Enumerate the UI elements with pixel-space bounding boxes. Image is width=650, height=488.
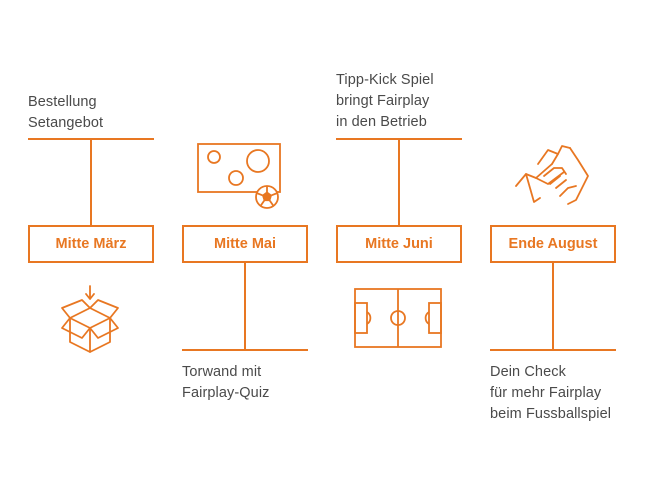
package-box-icon [61,285,119,353]
handshake-icon [515,145,589,205]
milestone-1-caption: Bestellung Setangebot [28,94,104,131]
milestone-3-date-box: Mitte Juni [336,225,462,263]
milestone-3-connector [398,138,400,226]
milestone-1-date-box: Mitte März [28,225,154,263]
milestone-4-caption-rule [490,349,616,351]
milestone-2-caption-rule [182,349,308,351]
milestone-3-caption: Tipp-Kick Spiel bringt Fairplay in den B… [336,72,434,130]
milestone-2-caption: Torwand mit Fairplay-Quiz [182,364,270,401]
milestone-1-connector [90,138,92,226]
football-pitch-icon [354,288,442,348]
milestone-2-date-box: Mitte Mai [182,225,308,263]
milestone-4-connector [552,262,554,350]
milestone-4-date-box: Ende August [490,225,616,263]
milestone-4-caption: Dein Check für mehr Fairplay beim Fussba… [490,364,612,422]
goal-wall-icon [197,143,281,209]
milestone-2-connector [244,262,246,350]
